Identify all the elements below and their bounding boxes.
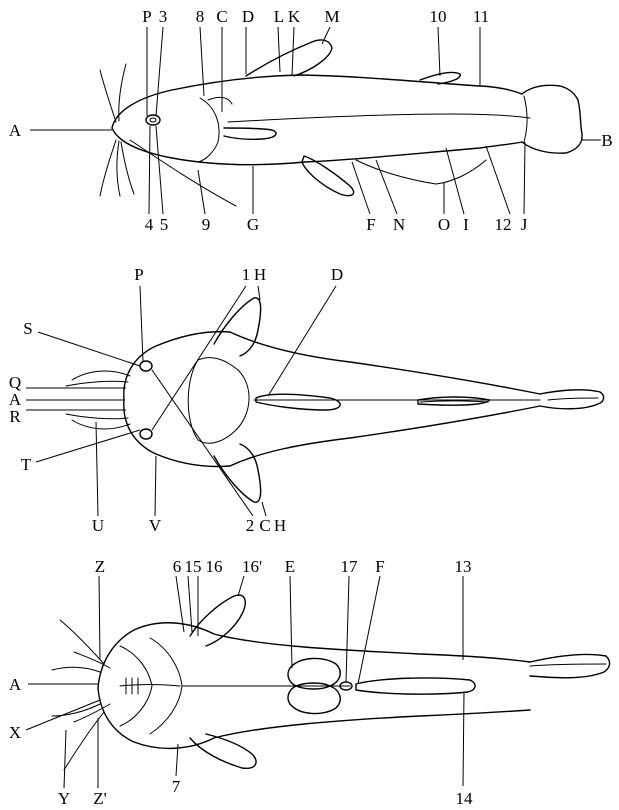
- label-1: 1: [242, 265, 251, 284]
- label-16-prime: 16': [242, 557, 262, 576]
- label-K: K: [288, 7, 301, 26]
- label-17: 17: [341, 557, 359, 576]
- label-15: 15: [185, 557, 202, 576]
- label-Z-prime: Z': [93, 789, 106, 808]
- label-P: P: [142, 7, 151, 26]
- label-C: C: [259, 516, 270, 535]
- label-A: A: [9, 675, 22, 694]
- label-Z: Z: [95, 557, 105, 576]
- lateral-view: P 3 8 C D L K M 10 11 A B 4 5 9 G F N O …: [9, 7, 613, 234]
- label-H: H: [254, 265, 266, 284]
- label-N: N: [393, 215, 405, 234]
- ventral-view: Z 6 15 16 16' E 17 F 13 A X Y Z' 7 14: [9, 557, 610, 808]
- label-D: D: [331, 265, 343, 284]
- label-A: A: [9, 121, 22, 140]
- label-V: V: [149, 516, 162, 535]
- label-B: B: [601, 131, 612, 150]
- label-U: U: [92, 516, 104, 535]
- label-L: L: [274, 7, 284, 26]
- label-T: T: [21, 455, 32, 474]
- label-9: 9: [202, 215, 211, 234]
- label-3: 3: [159, 7, 168, 26]
- label-11: 11: [473, 7, 489, 26]
- label-E: E: [285, 557, 295, 576]
- lateral-fish-drawing: [100, 40, 582, 206]
- label-2: 2: [246, 516, 255, 535]
- label-Y: Y: [58, 789, 70, 808]
- label-F: F: [375, 557, 384, 576]
- label-G: G: [247, 215, 259, 234]
- label-J: J: [521, 215, 528, 234]
- dorsal-leader-lines: [26, 286, 336, 516]
- label-7: 7: [172, 777, 181, 796]
- label-X: X: [9, 723, 21, 742]
- lateral-labels: P 3 8 C D L K M 10 11 A B 4 5 9 G F N O …: [9, 7, 613, 234]
- ventral-fish-drawing: [52, 595, 610, 770]
- label-10: 10: [430, 7, 447, 26]
- dorsal-view: P 1 H D S Q A R T U V 2 C H: [9, 265, 604, 535]
- label-12: 12: [495, 215, 512, 234]
- label-M: M: [324, 7, 339, 26]
- label-I: I: [463, 215, 469, 234]
- label-6: 6: [173, 557, 182, 576]
- label-4: 4: [145, 215, 154, 234]
- label-F: F: [366, 215, 375, 234]
- label-P: P: [134, 265, 143, 284]
- label-5: 5: [160, 215, 169, 234]
- label-R: R: [9, 407, 21, 426]
- label-S: S: [23, 319, 32, 338]
- label-8: 8: [196, 7, 205, 26]
- label-D: D: [242, 7, 254, 26]
- label-O: O: [438, 215, 450, 234]
- label-C: C: [216, 7, 227, 26]
- dorsal-fish-drawing: [66, 298, 604, 502]
- label-14: 14: [456, 789, 474, 808]
- label-H: H: [274, 516, 286, 535]
- label-13: 13: [455, 557, 472, 576]
- label-16: 16: [206, 557, 223, 576]
